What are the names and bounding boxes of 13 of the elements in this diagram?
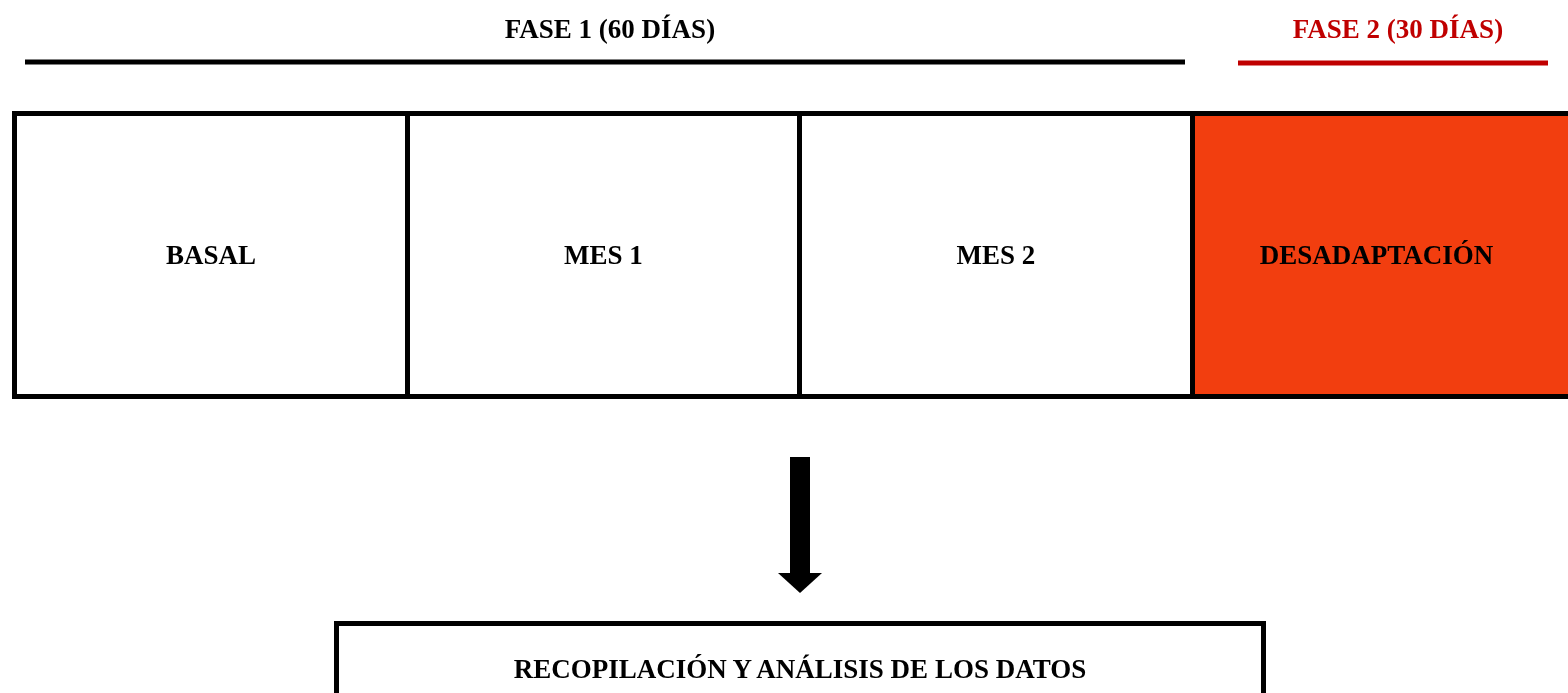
process-box <box>334 621 1266 693</box>
stage-label: MES 1 <box>564 239 643 271</box>
phase-heading: FASE 2 (30 DÍAS) <box>1292 14 1504 45</box>
stage-box <box>410 111 802 399</box>
stage-box <box>1195 111 1568 399</box>
stage-label: MES 2 <box>956 239 1036 271</box>
stage-label: BASAL <box>166 239 256 271</box>
stage-label: DESADAPTACIÓN <box>1259 239 1494 271</box>
stage-box <box>12 111 410 399</box>
stage-label: RECOPILACIÓN Y ANÁLISIS DE LOS DATOS <box>513 654 1087 685</box>
arrow <box>778 457 822 593</box>
stage-box <box>802 111 1195 399</box>
phase-heading: FASE 1 (60 DÍAS) <box>504 14 716 45</box>
